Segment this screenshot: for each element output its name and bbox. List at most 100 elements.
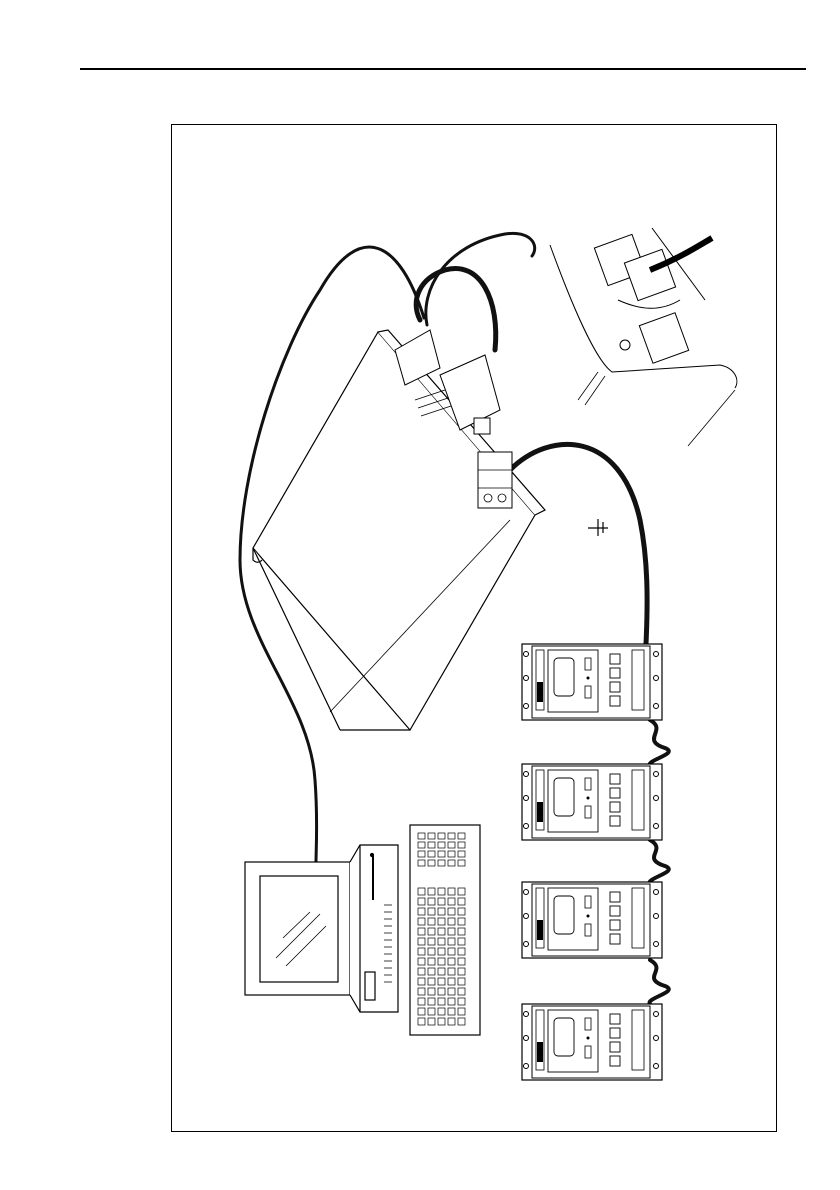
key — [428, 938, 435, 945]
key — [428, 1008, 435, 1015]
key — [428, 928, 435, 935]
key — [458, 938, 465, 945]
key — [428, 958, 435, 965]
key — [418, 860, 425, 866]
link-cable-1 — [650, 720, 669, 766]
control-module-1 — [522, 644, 662, 720]
key — [458, 842, 465, 848]
key — [418, 908, 425, 915]
key — [438, 968, 445, 975]
key — [438, 851, 445, 857]
desktop-computer-icon — [245, 845, 398, 1012]
key — [428, 988, 435, 995]
key — [418, 898, 425, 905]
key — [438, 1018, 445, 1025]
key — [438, 918, 445, 925]
key — [438, 898, 445, 905]
ground-symbol-icon — [588, 519, 608, 536]
key — [458, 1018, 465, 1025]
key — [418, 851, 425, 857]
link-cable-3 — [650, 960, 669, 1004]
interface-box-icon — [253, 330, 545, 730]
key — [448, 958, 455, 965]
key — [448, 842, 455, 848]
key — [438, 958, 445, 965]
key — [428, 851, 435, 857]
key — [418, 958, 425, 965]
key — [438, 1008, 445, 1015]
key — [428, 888, 435, 895]
control-module-3 — [522, 882, 662, 958]
key — [438, 842, 445, 848]
key — [448, 978, 455, 985]
key — [428, 1018, 435, 1025]
key — [448, 898, 455, 905]
key — [458, 978, 465, 985]
key — [448, 833, 455, 839]
key — [428, 860, 435, 866]
key — [428, 968, 435, 975]
key — [418, 998, 425, 1005]
key — [428, 918, 435, 925]
key — [458, 908, 465, 915]
keyboard-icon — [410, 825, 480, 1035]
key — [448, 860, 455, 866]
key — [458, 860, 465, 866]
key — [458, 851, 465, 857]
key — [448, 1008, 455, 1015]
key — [458, 928, 465, 935]
key — [458, 918, 465, 925]
key — [428, 998, 435, 1005]
key — [418, 938, 425, 945]
key — [458, 1008, 465, 1015]
key — [448, 851, 455, 857]
key — [428, 978, 435, 985]
key — [418, 968, 425, 975]
key — [448, 908, 455, 915]
key — [428, 833, 435, 839]
key — [458, 988, 465, 995]
key — [428, 948, 435, 955]
key — [418, 948, 425, 955]
key — [458, 958, 465, 965]
key — [438, 833, 445, 839]
key — [418, 1018, 425, 1025]
key — [448, 1018, 455, 1025]
key — [438, 888, 445, 895]
key — [448, 998, 455, 1005]
key — [458, 888, 465, 895]
key — [438, 928, 445, 935]
key — [448, 928, 455, 935]
control-module-4 — [522, 1004, 662, 1080]
key — [428, 842, 435, 848]
key — [448, 948, 455, 955]
key — [418, 928, 425, 935]
key — [418, 1008, 425, 1015]
key — [418, 888, 425, 895]
key — [428, 898, 435, 905]
key — [418, 978, 425, 985]
key — [418, 918, 425, 925]
key — [428, 908, 435, 915]
key — [458, 833, 465, 839]
key — [438, 860, 445, 866]
key — [448, 888, 455, 895]
key — [438, 998, 445, 1005]
key — [458, 968, 465, 975]
control-module-2 — [522, 764, 662, 840]
key — [438, 978, 445, 985]
key — [448, 968, 455, 975]
link-cable-2 — [650, 840, 669, 884]
key — [438, 948, 445, 955]
key — [448, 918, 455, 925]
key — [458, 948, 465, 955]
key — [458, 898, 465, 905]
key — [438, 988, 445, 995]
key — [448, 988, 455, 995]
bus-cable — [510, 444, 647, 644]
key — [418, 842, 425, 848]
key — [438, 938, 445, 945]
terminal-detail-inset — [550, 228, 737, 446]
key — [458, 998, 465, 1005]
key — [448, 938, 455, 945]
